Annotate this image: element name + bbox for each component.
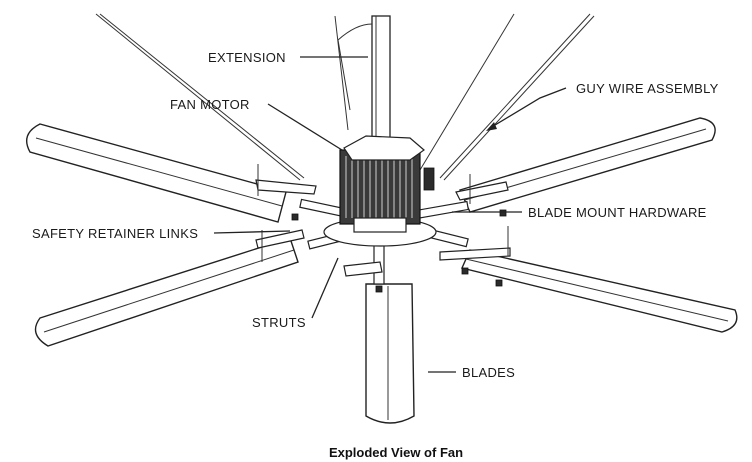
fan-blades bbox=[26, 117, 738, 424]
guy-wires bbox=[95, 13, 595, 181]
safety-retainer-links-label: SAFETY RETAINER LINKS bbox=[32, 226, 198, 241]
blade-upper-right bbox=[459, 117, 716, 213]
blade-mount-hardware bbox=[255, 164, 511, 293]
blades-label: BLADES bbox=[462, 365, 515, 380]
blade-upper-left bbox=[26, 123, 287, 223]
extension-pipe bbox=[337, 15, 391, 149]
guy-wire-assembly-label: GUY WIRE ASSEMBLY bbox=[576, 81, 719, 96]
struts-label: STRUTS bbox=[252, 315, 306, 330]
blade-bottom bbox=[365, 283, 415, 424]
fan-motor-label: FAN MOTOR bbox=[170, 97, 250, 112]
extension-label: EXTENSION bbox=[208, 50, 286, 65]
blade-mount-hardware-label: BLADE MOUNT HARDWARE bbox=[528, 205, 707, 220]
leader-lines bbox=[213, 56, 567, 373]
fan-motor bbox=[323, 135, 437, 247]
diagram-caption: Exploded View of Fan bbox=[329, 445, 463, 460]
